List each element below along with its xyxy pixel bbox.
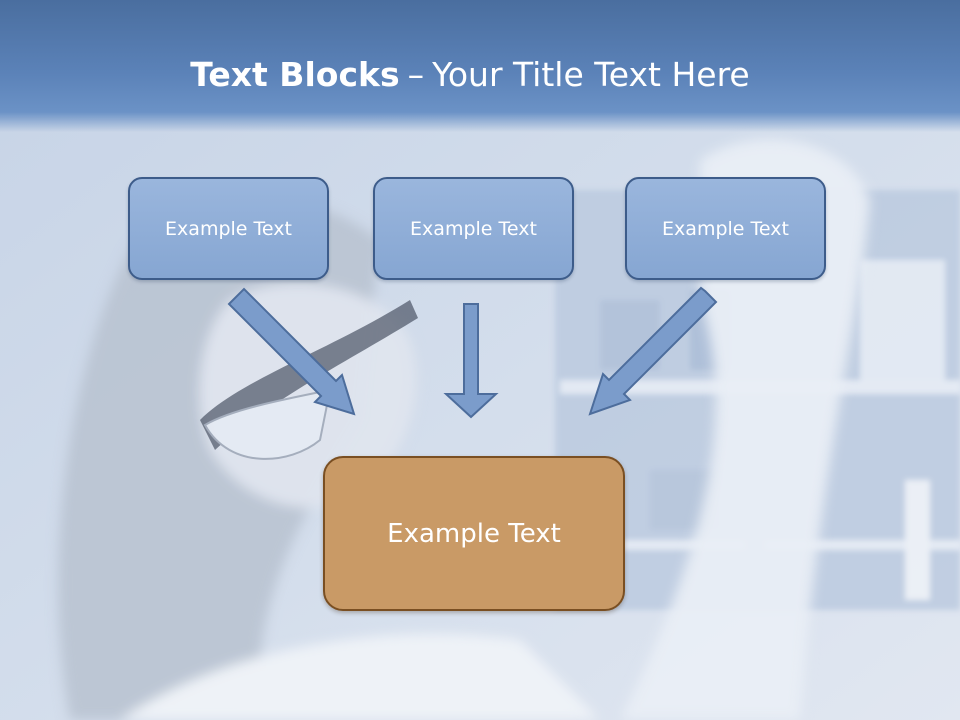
- source-box-2[interactable]: Example Text: [373, 177, 574, 280]
- title-band: [0, 0, 960, 132]
- source-box-1-label: Example Text: [165, 217, 292, 240]
- source-box-1[interactable]: Example Text: [128, 177, 329, 280]
- target-box-label: Example Text: [387, 518, 561, 549]
- source-box-3[interactable]: Example Text: [625, 177, 826, 280]
- title-bold-part: Text Blocks: [190, 55, 400, 94]
- target-box[interactable]: Example Text: [323, 456, 625, 611]
- source-box-3-label: Example Text: [662, 217, 789, 240]
- slide-title: Text Blocks–Your Title Text Here: [0, 50, 940, 100]
- title-separator: –: [407, 55, 425, 94]
- source-box-2-label: Example Text: [410, 217, 537, 240]
- title-rest: Your Title Text Here: [432, 55, 750, 94]
